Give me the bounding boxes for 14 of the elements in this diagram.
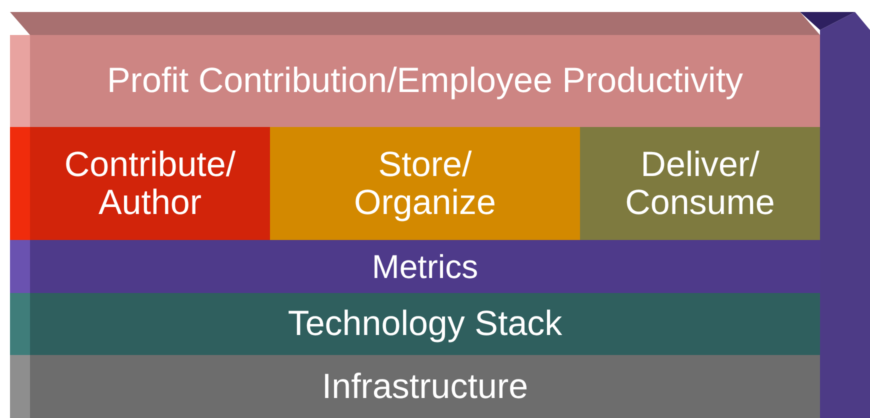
process-block bbox=[30, 127, 270, 240]
layer-band bbox=[30, 240, 820, 293]
layer-label: Store/ Organize bbox=[352, 146, 498, 222]
layer-label: Deliver/ Consume bbox=[624, 146, 776, 222]
layer-band bbox=[30, 35, 820, 127]
layer-band bbox=[30, 355, 820, 418]
process-block bbox=[580, 127, 820, 240]
layer-label: Technology Stack bbox=[288, 305, 562, 343]
layer-label: Contribute/ Author bbox=[63, 146, 237, 222]
layer-band bbox=[30, 293, 820, 355]
layer-label: Infrastructure bbox=[322, 368, 528, 406]
process-block bbox=[270, 127, 580, 240]
layer-label: Profit Contribution/Employee Productivity bbox=[106, 62, 744, 100]
layer-label: Metrics bbox=[372, 248, 478, 284]
